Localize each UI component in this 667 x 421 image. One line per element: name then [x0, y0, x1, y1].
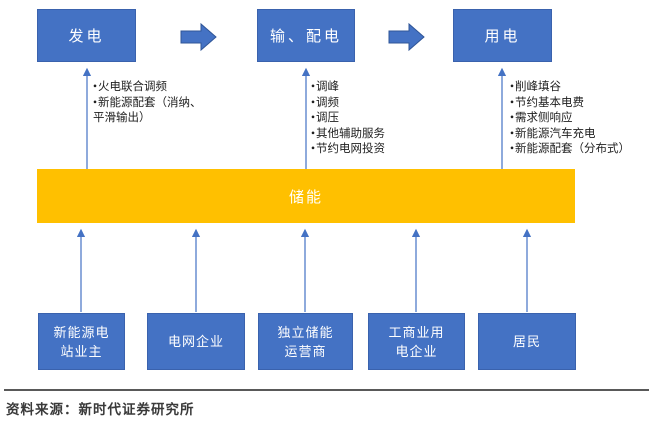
bullet-item: 调峰 [311, 80, 431, 96]
storage-bar: 储能 [37, 169, 575, 223]
bullet-list-consumption: 削峰填谷 节约基本电费 需求侧响应 新能源汽车充电 新能源配套（分布式） [510, 80, 650, 158]
source-note: 资料来源：新时代证券研究所 [6, 402, 195, 417]
participant-label: 新能源电站业主 [53, 324, 110, 359]
storage-label: 储能 [288, 189, 323, 206]
bullet-list-transmission-distribution: 调峰 调频 调压 其他辅助服务 节约电网投资 [311, 80, 431, 158]
bullet-item: 新能源汽车充电 [510, 127, 650, 143]
participant-label: 电网企业 [167, 334, 224, 349]
bullet-item: 调频 [311, 96, 431, 112]
bullet-item: 其他辅助服务 [311, 127, 431, 143]
bullet-item: 节约基本电费 [510, 96, 650, 112]
bullet-item: 调压 [311, 111, 431, 127]
bullet-item: 节约电网投资 [311, 142, 431, 158]
participant-box-new-energy-plant-owner: 新能源电站业主 [38, 313, 125, 370]
stage-label-transmission-distribution: 输、配电 [269, 29, 342, 45]
flow-arrow-generation-to-grid [180, 22, 217, 52]
participant-box-residents: 居民 [478, 313, 576, 370]
bullet-item: 火电联合调频 [93, 80, 211, 96]
participant-box-commercial-industrial-user: 工商业用电企业 [368, 313, 465, 370]
participant-label: 工商业用电企业 [388, 324, 445, 359]
bullet-item: 新能源配套（分布式） [510, 142, 650, 158]
participant-box-independent-storage-operator: 独立储能运营商 [258, 313, 353, 370]
flow-arrow-grid-to-consumption [388, 22, 425, 52]
bullet-item: 削峰填谷 [510, 80, 650, 96]
participant-box-grid-company: 电网企业 [147, 313, 245, 370]
bullet-item: 新能源配套（消纳、平滑输出） [93, 96, 211, 127]
bullet-list-generation: 火电联合调频 新能源配套（消纳、平滑输出） [93, 80, 211, 127]
footer-divider [4, 389, 649, 391]
participant-label: 独立储能运营商 [277, 324, 334, 359]
stage-box-generation: 发电 [37, 9, 136, 62]
bullet-item: 需求侧响应 [510, 111, 650, 127]
stage-box-consumption: 用电 [453, 9, 552, 62]
stage-box-transmission-distribution: 输、配电 [257, 9, 355, 62]
stage-label-generation: 发电 [68, 29, 105, 45]
participant-label: 居民 [512, 334, 541, 349]
stage-label-consumption: 用电 [484, 29, 521, 45]
